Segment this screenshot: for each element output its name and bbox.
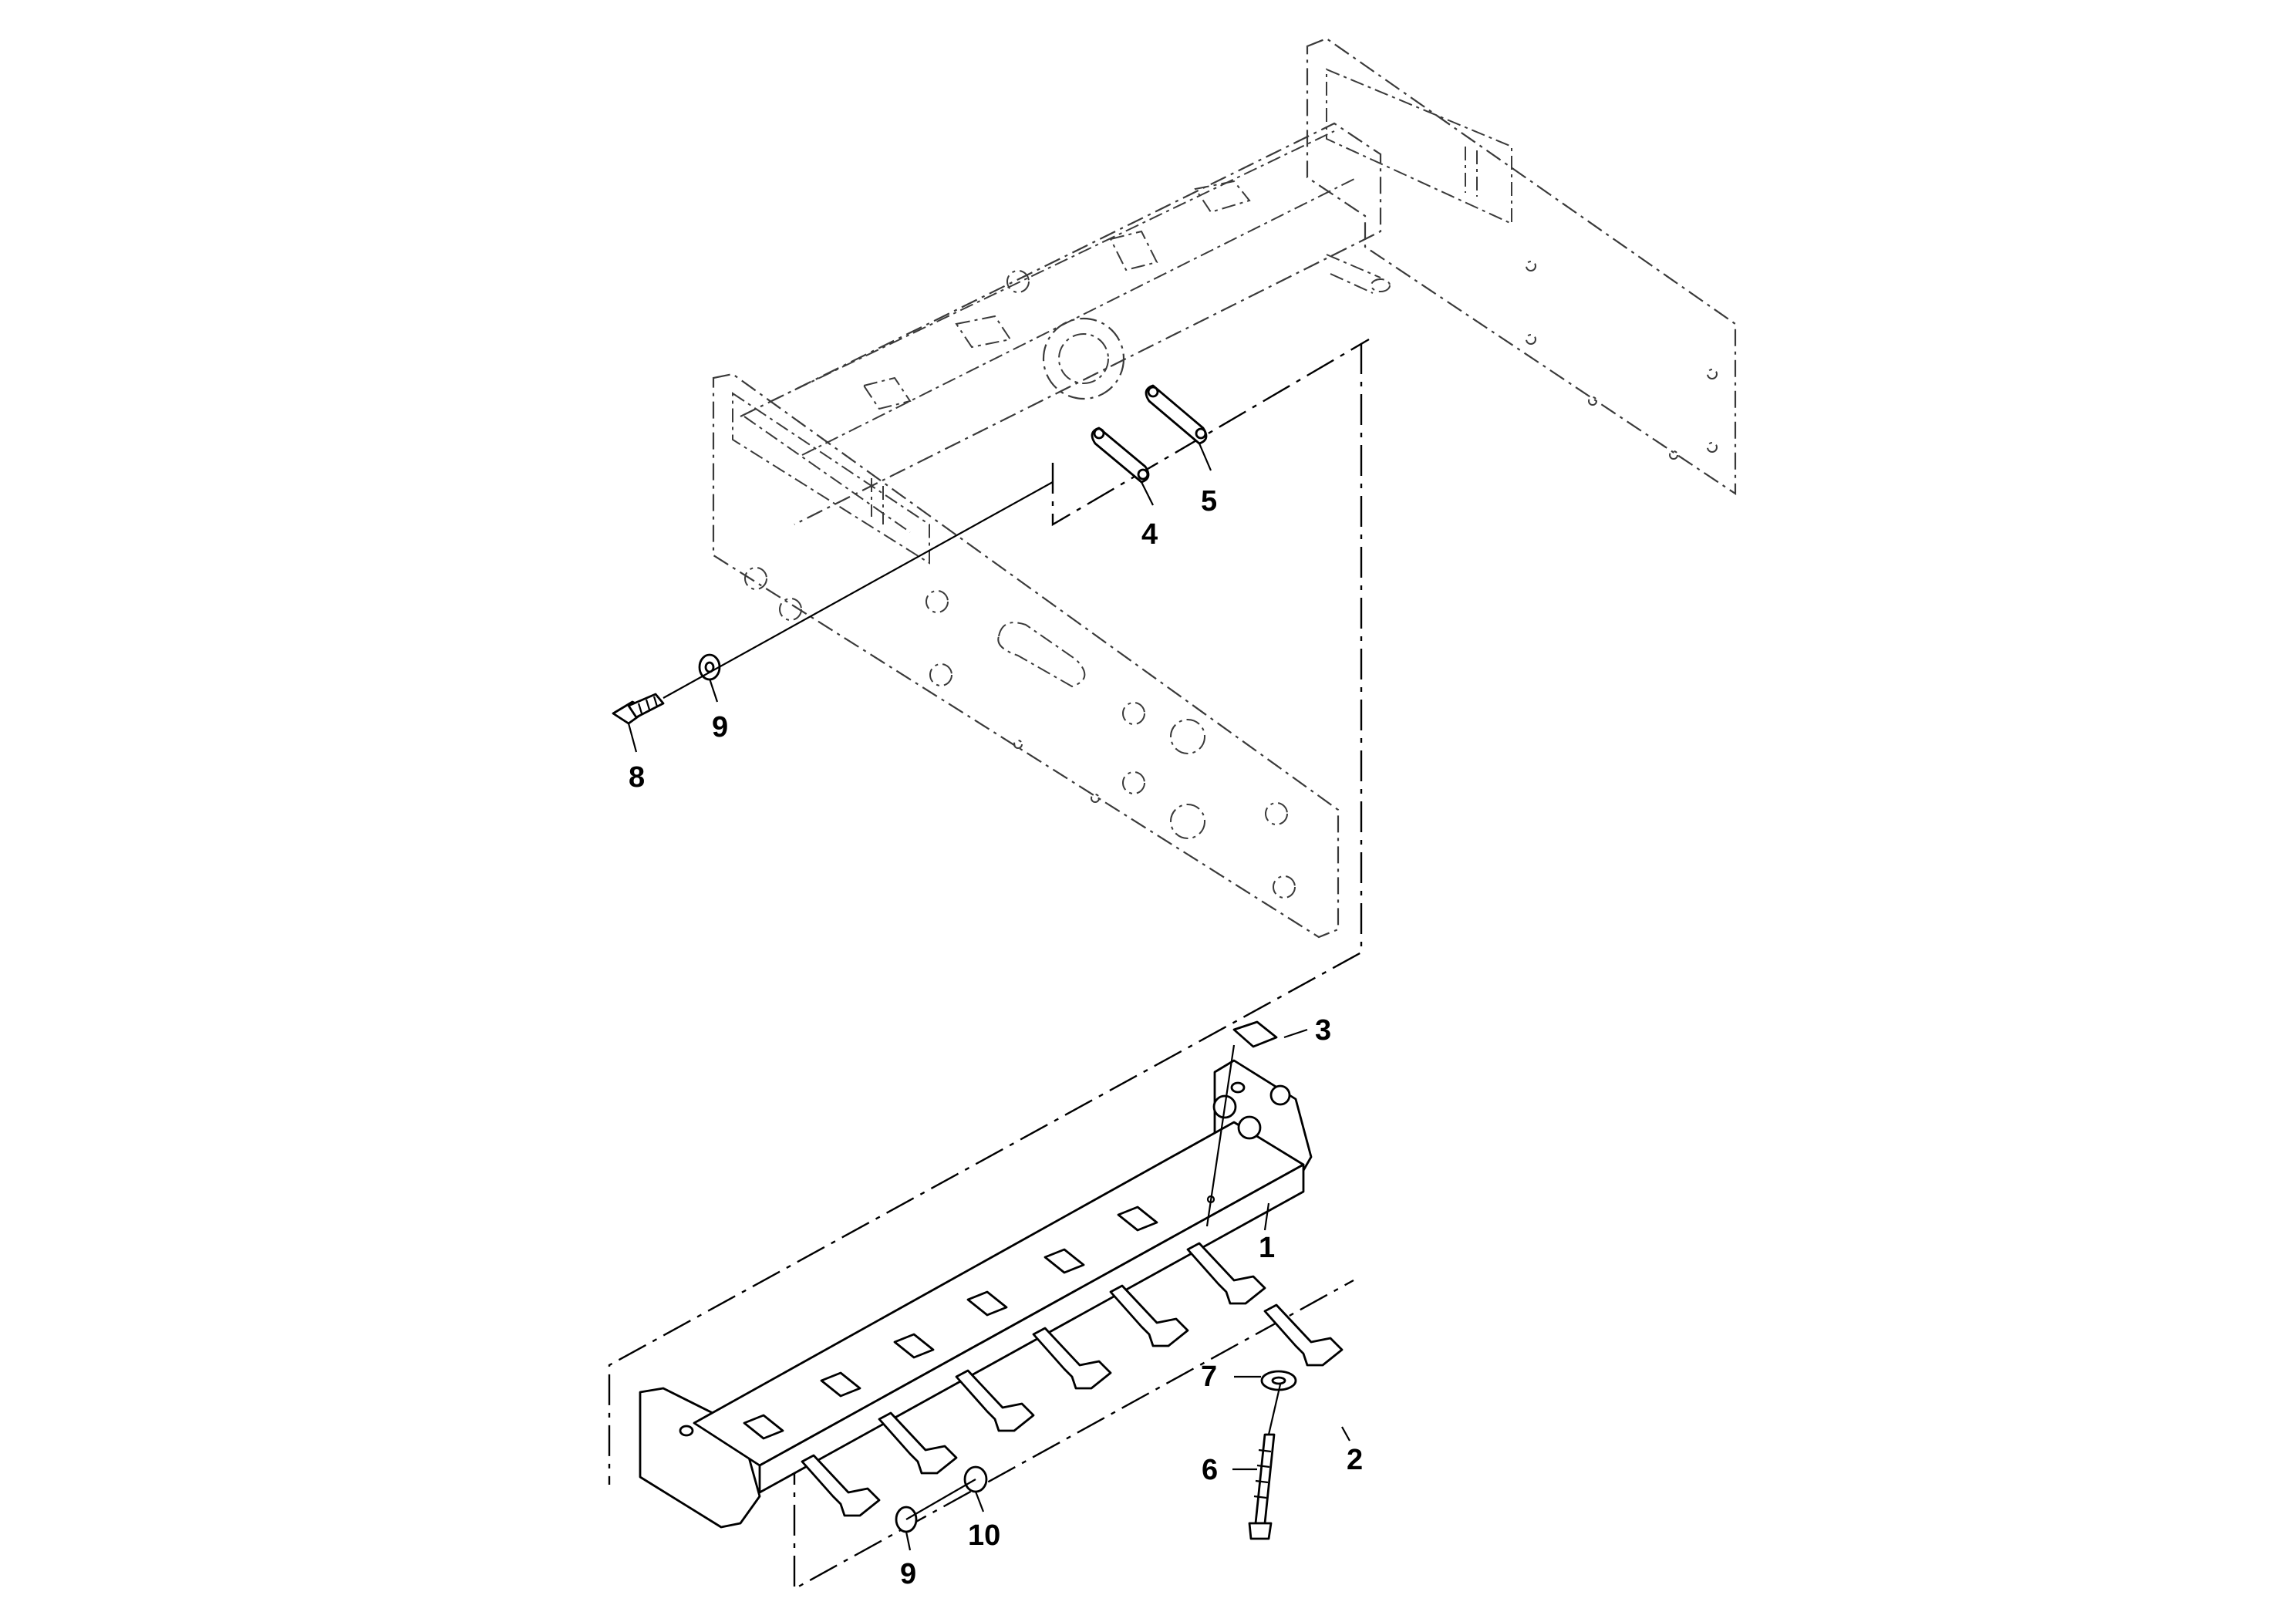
tine: [1186, 1242, 1266, 1305]
tine: [878, 1411, 958, 1475]
callout-9-upper: 9: [712, 711, 728, 744]
part-5-link: [1145, 384, 1208, 445]
part-6-bolt: [1248, 1433, 1276, 1540]
callout-leaders: [627, 443, 1350, 1551]
callout-4: 4: [1141, 518, 1158, 551]
tine: [1032, 1327, 1112, 1390]
phantom-alignment-lines: [608, 338, 1370, 1591]
callout-10: 10: [968, 1519, 1000, 1552]
callout-1: 1: [1259, 1232, 1275, 1264]
tine: [1109, 1284, 1189, 1347]
callout-9-lower: 9: [900, 1558, 916, 1590]
tine: [955, 1369, 1035, 1432]
part-7-washer: [1260, 1370, 1297, 1391]
tine: [1263, 1303, 1344, 1367]
callout-2: 2: [1347, 1444, 1363, 1476]
assembly-centerlines: [663, 481, 1282, 1520]
callout-3: 3: [1315, 1014, 1331, 1047]
tine: [801, 1454, 881, 1517]
part-8-bolt: [612, 693, 665, 725]
callout-8: 8: [629, 761, 645, 794]
part-3-pads: [743, 1020, 1278, 1440]
part-4-link: [1091, 427, 1150, 484]
callout-7: 7: [1201, 1361, 1217, 1393]
part-2-tines: [801, 1242, 1344, 1517]
ghost-frame-assembly: [712, 37, 1737, 939]
callout-6: 6: [1202, 1454, 1218, 1486]
callout-5: 5: [1201, 485, 1217, 518]
callout-labels: 1 2 3 4 5 6 7 8 9 9 10: [629, 485, 1363, 1590]
